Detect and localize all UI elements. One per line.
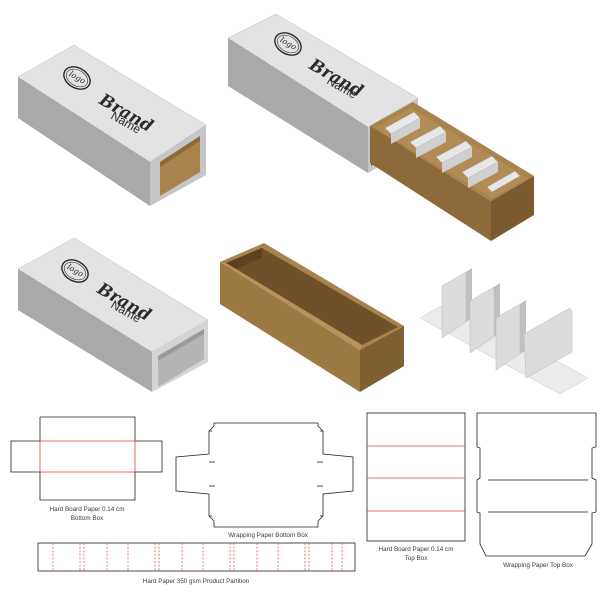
caption-partition: Hard Paper 350 gsm Product Partition [143,578,250,585]
caption-wrap-bottom: Wrapping Paper Bottom Box [228,532,309,539]
dieline-wrap-top: Wrapping Paper Top Box [476,412,597,569]
sleeve-box-closed: logo Brand Name [17,44,207,206]
caption-top-box-material: Hard Board Paper 0.14 cm [379,546,454,553]
caption-bottom-box-part: Bottom Box [71,515,104,522]
dieline-wrap-bottom: Wrapping Paper Bottom Box [175,422,354,539]
sleeve-box-open-with-tray: logo Brand Name [227,13,534,241]
dieline-bottom-box: Hard Board Paper 0.14 cm Bottom Box [10,416,163,522]
caption-top-box-part: Top Box [405,555,429,562]
partition-insert [419,268,589,395]
dieline-product-partition: Hard Paper 350 gsm Product Partition [37,542,356,585]
dieline-top-box: Hard Board Paper 0.14 cm Top Box [366,412,466,562]
caption-bottom-box-material: Hard Board Paper 0.14 cm [50,506,125,513]
tray-partitions [384,111,521,193]
sleeve-box-open-end: logo Brand Name [17,237,209,392]
caption-wrap-top: Wrapping Paper Top Box [503,562,574,569]
kraft-tray [220,243,404,392]
